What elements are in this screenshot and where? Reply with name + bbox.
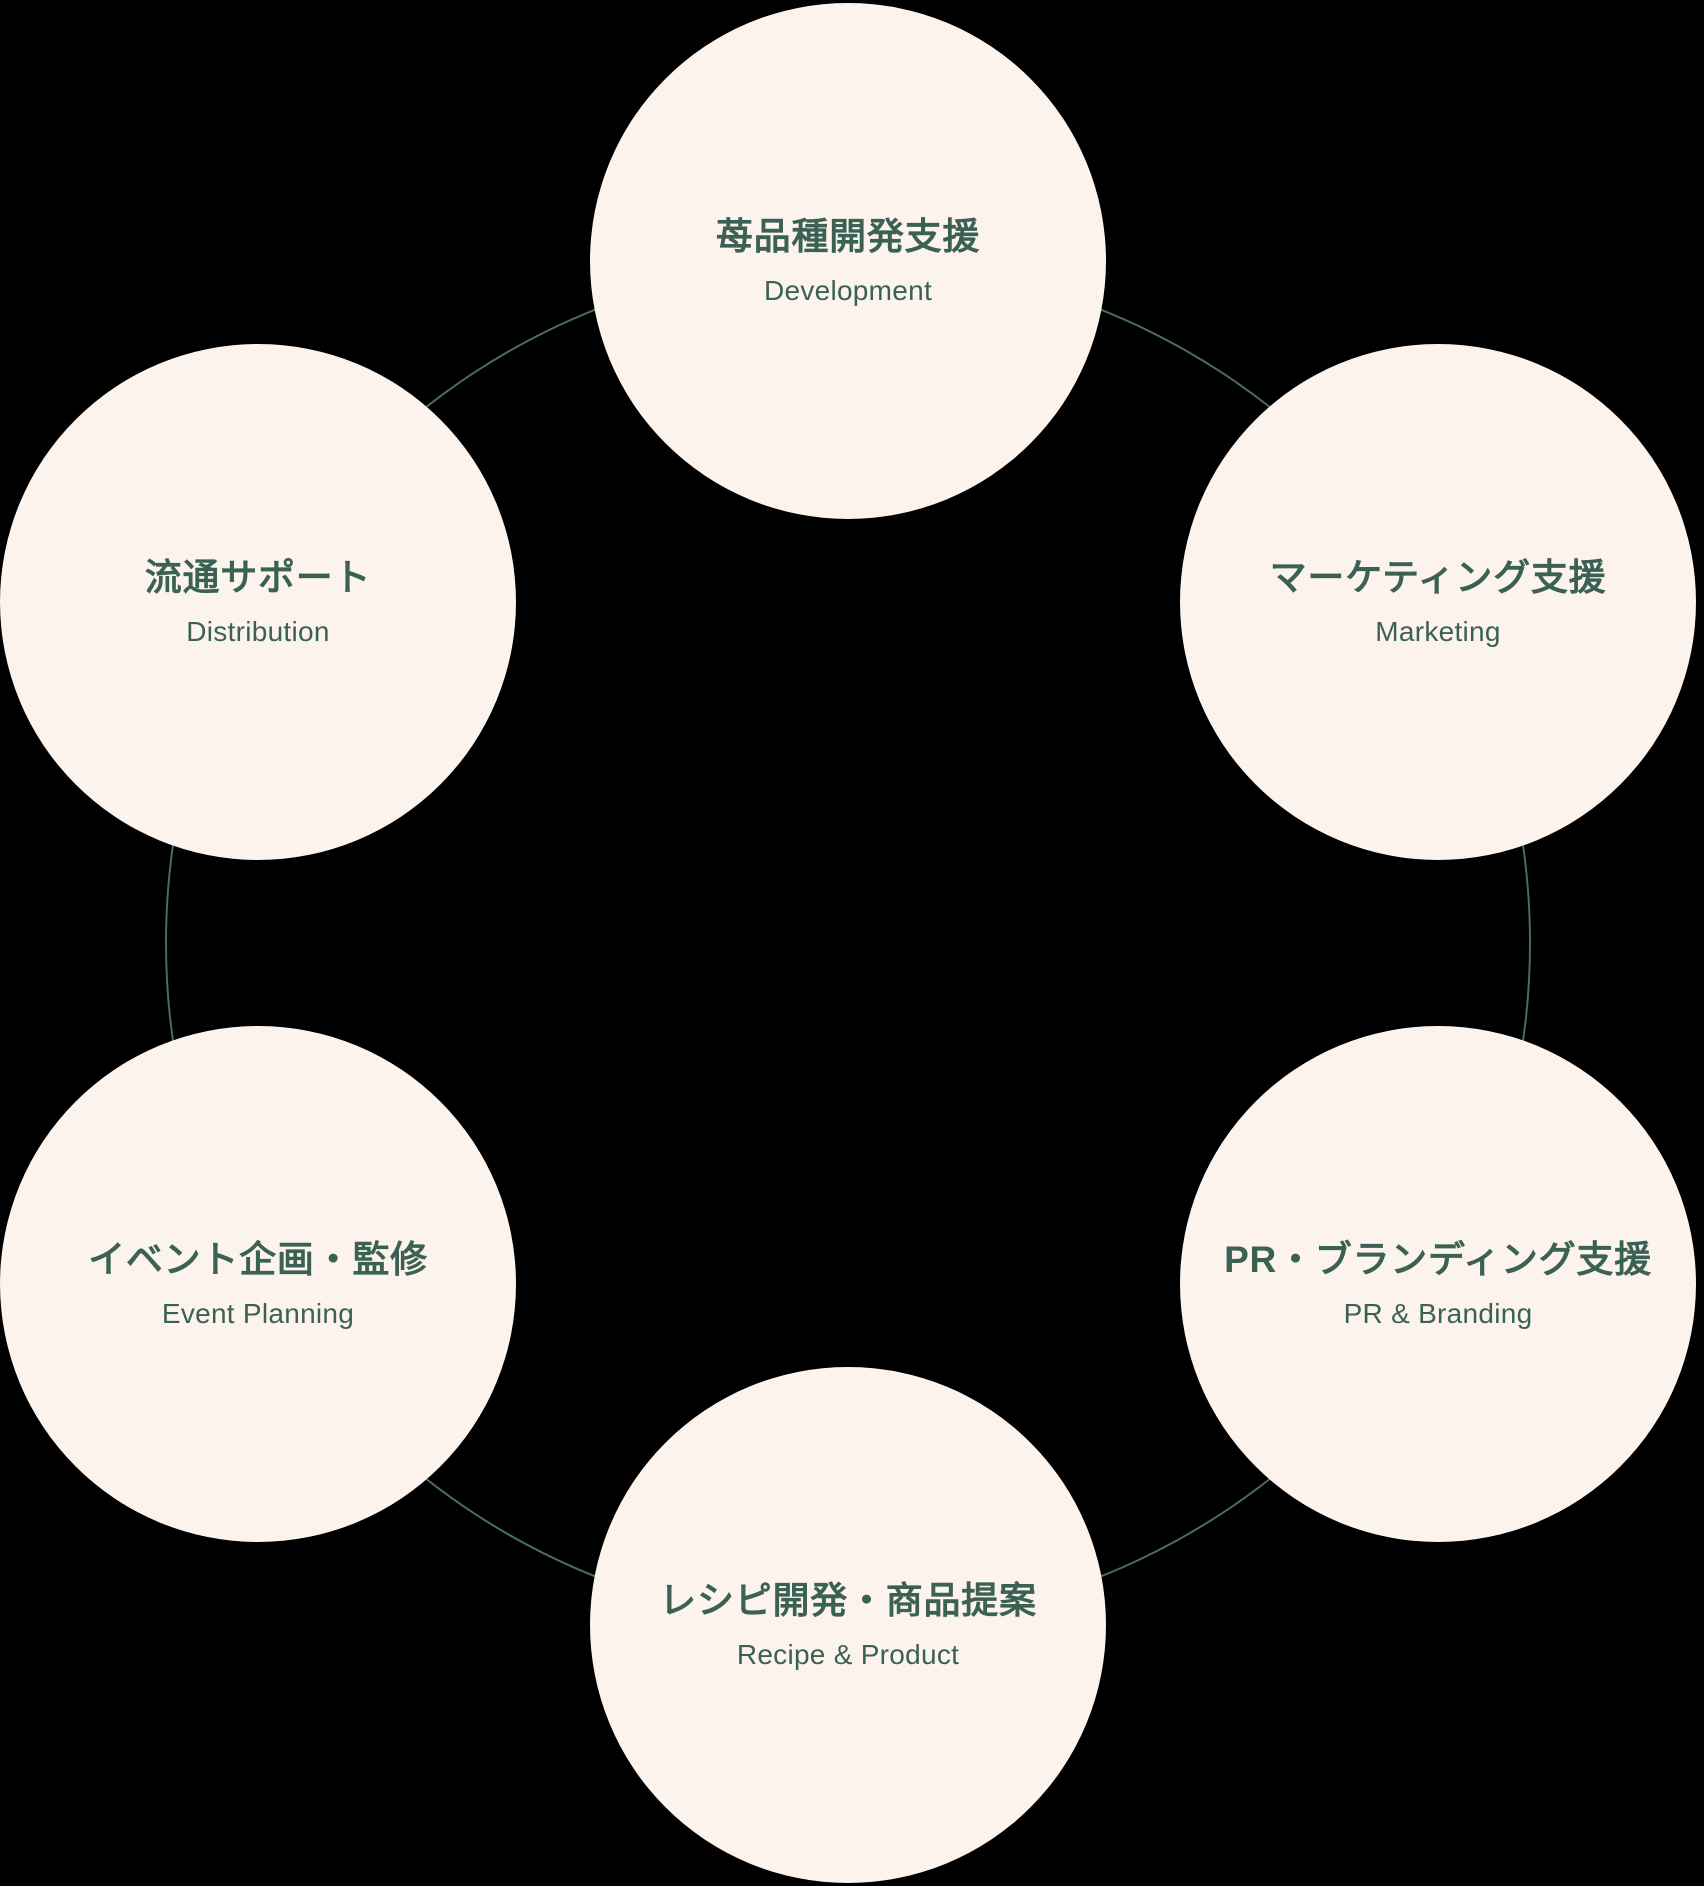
service-circle-recipe-product: レシピ開発・商品提案 Recipe & Product bbox=[590, 1367, 1106, 1883]
service-title-jp: マーケティング支援 bbox=[1269, 556, 1607, 598]
service-circle-distribution: 流通サポート Distribution bbox=[0, 344, 516, 860]
service-circle-development: 苺品種開発支援 Development bbox=[590, 3, 1106, 519]
service-title-en: Distribution bbox=[186, 615, 330, 647]
service-title-jp: 苺品種開発支援 bbox=[715, 215, 981, 257]
service-circle-event-planning: イベント企画・監修 Event Planning bbox=[0, 1026, 516, 1542]
service-title-jp: イベント企画・監修 bbox=[88, 1238, 428, 1280]
service-title-jp: PR・ブランディング支援 bbox=[1224, 1238, 1652, 1280]
service-title-en: Marketing bbox=[1375, 615, 1501, 647]
service-title-jp: レシピ開発・商品提案 bbox=[659, 1579, 1037, 1621]
service-title-jp: 流通サポート bbox=[144, 556, 372, 598]
service-title-en: Development bbox=[763, 274, 933, 306]
service-title-en: Recipe & Product bbox=[736, 1638, 960, 1670]
service-circle-pr-branding: PR・ブランディング支援 PR & Branding bbox=[1180, 1026, 1696, 1542]
service-circle-marketing: マーケティング支援 Marketing bbox=[1180, 344, 1696, 860]
service-title-en: Event Planning bbox=[161, 1297, 355, 1329]
service-title-en: PR & Branding bbox=[1343, 1297, 1533, 1329]
